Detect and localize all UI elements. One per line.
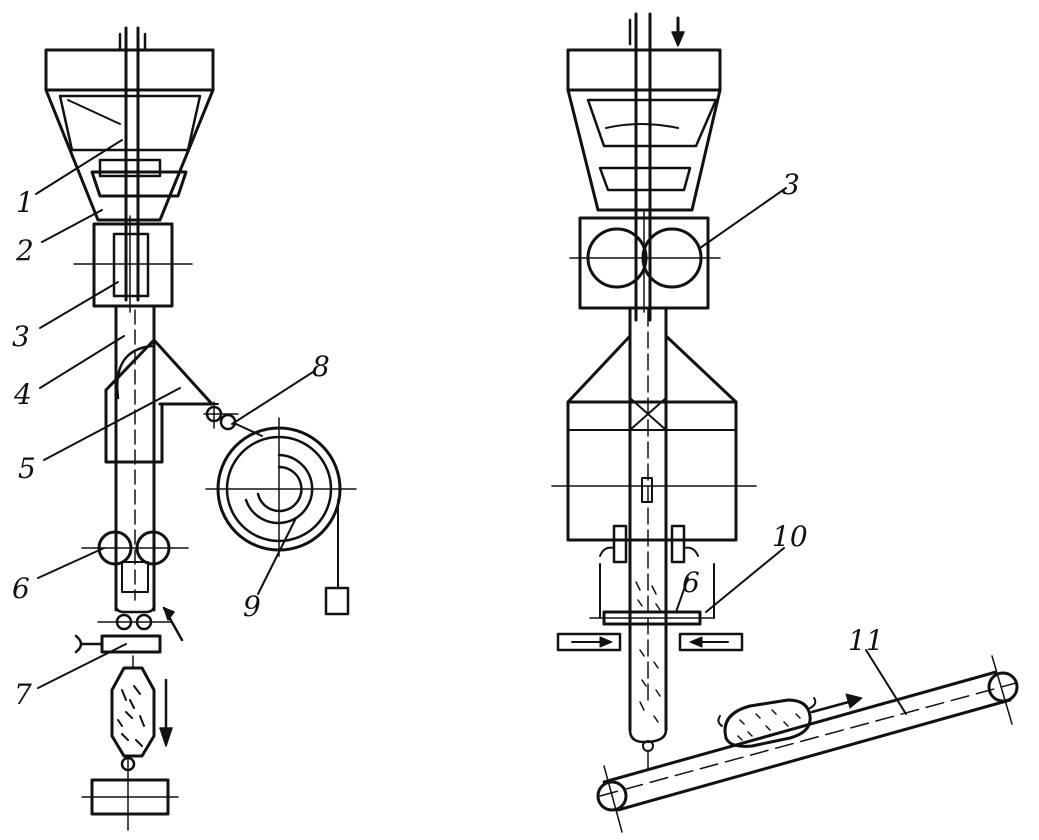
label-3-right: 3 (782, 168, 800, 201)
right-leader-lines (675, 187, 907, 715)
right-jaws (556, 632, 744, 652)
left-dosing-block (73, 215, 193, 313)
label-2: 2 (15, 234, 34, 267)
label-5: 5 (18, 452, 36, 485)
label-8: 8 (312, 350, 330, 383)
left-drive-rollers (81, 530, 189, 614)
left-shaft (118, 26, 147, 302)
right-casing (551, 334, 757, 542)
left-sealing-jaws (74, 606, 184, 654)
label-6-right: 6 (682, 566, 700, 599)
right-conveyor (596, 655, 1019, 833)
left-machine (35, 26, 357, 831)
right-package-bottom (628, 728, 668, 771)
label-10: 10 (772, 520, 808, 553)
left-leader-lines (35, 139, 314, 689)
left-package (81, 655, 179, 831)
right-shaft (628, 12, 685, 322)
callout-labels: 1 2 3 4 5 6 7 8 9 3 6 10 11 (12, 168, 884, 711)
right-tube (628, 306, 668, 732)
label-11: 11 (848, 624, 884, 657)
right-guides (599, 524, 715, 619)
right-conveyor-package (717, 693, 863, 748)
label-7: 7 (14, 678, 32, 711)
left-film-rollers (203, 401, 239, 431)
label-9: 9 (243, 590, 261, 623)
right-sealing-bar (589, 610, 715, 626)
label-3: 3 (12, 320, 30, 353)
label-6: 6 (12, 572, 30, 605)
right-hopper (566, 48, 722, 212)
right-dosing-rollers (569, 211, 721, 313)
left-hopper (44, 48, 215, 222)
label-1: 1 (16, 186, 34, 219)
left-forming-collar (104, 338, 219, 464)
right-machine (551, 12, 1019, 833)
label-4: 4 (13, 378, 32, 411)
left-film-reel (205, 417, 357, 616)
right-product (635, 581, 661, 723)
